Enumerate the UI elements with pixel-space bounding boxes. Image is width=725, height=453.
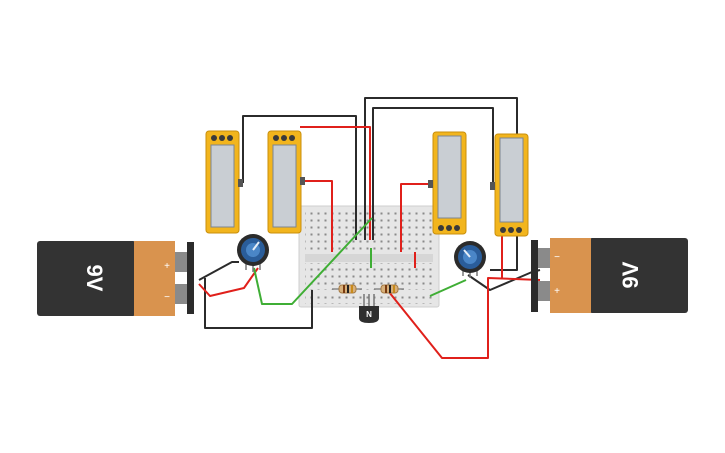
black-wires[interactable] [198,97,541,329]
battery-left-label: 9V [82,265,107,292]
multimeter-3[interactable] [428,131,467,235]
resistor-right[interactable] [374,284,404,294]
battery-right-label: 9V [618,261,643,288]
multimeter-4[interactable] [490,133,529,237]
battery-right[interactable]: 9V − + [531,238,688,313]
resistor-left[interactable] [332,284,362,294]
potentiometer-right[interactable] [454,241,486,278]
battery-left-plus: + [164,261,170,272]
green-wires[interactable] [253,217,467,305]
transistor-label: N [366,310,372,319]
potentiometer-left[interactable] [237,234,269,272]
battery-right-minus: − [554,252,560,263]
battery-left-minus: − [164,292,170,303]
battery-left[interactable]: 9V + − [37,241,194,316]
battery-right-plus: + [554,286,560,297]
multimeter-2[interactable] [267,130,305,234]
multimeter-1[interactable] [205,130,243,234]
transistor[interactable]: N [359,294,379,323]
